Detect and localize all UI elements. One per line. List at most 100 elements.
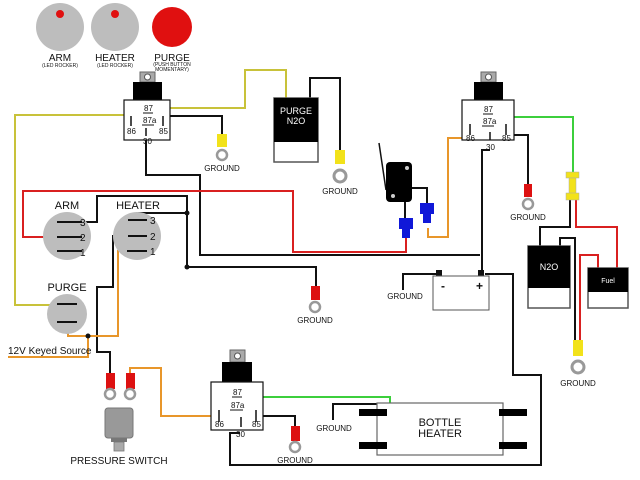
pin-87: 87: [484, 105, 493, 114]
ground-label: GROUND: [387, 292, 423, 301]
pressure-switch: PRESSURE SWITCH: [70, 373, 168, 467]
switch-heater: HEATER 3 2 1: [113, 200, 161, 260]
pin-85: 85: [252, 420, 261, 429]
led-indicator-icon: [56, 10, 64, 18]
pin-86: 86: [127, 127, 136, 136]
button-label: PURGE: [154, 53, 190, 64]
panel-button-purge: PURGE (PUSH BUTTON MOMENTARY): [152, 7, 192, 73]
blue-spade-connector: [399, 218, 413, 238]
wire-black-arm3-heater: [85, 195, 317, 288]
solenoid-label: PURGE: [280, 106, 312, 116]
inline-fuse: [565, 171, 580, 201]
relay-n2o: 87 87a 86 85 30: [461, 71, 515, 152]
ground-terminal: GROUND: [510, 184, 546, 222]
pin-85: 85: [502, 134, 511, 143]
bottle-heater: BOTTLE HEATER: [359, 402, 527, 456]
junction-dot: [184, 210, 190, 216]
ground-label: GROUND: [510, 213, 546, 222]
wire-orange-12v-source: [8, 336, 89, 358]
wire-black-heater2-to-pressure-switch: [96, 235, 128, 378]
button-sublabel: (LED ROCKER): [42, 63, 78, 69]
wire-red-fuel-ground: [579, 254, 599, 340]
pin-label: 3: [80, 218, 86, 229]
wire-black-relay3-85-ground: [259, 415, 296, 427]
pin-86: 86: [466, 134, 475, 143]
pin-label: 3: [150, 216, 156, 227]
wire-orange-microswitch-to-relay2: [427, 137, 468, 238]
wire-red-arm-to-microswitch: [22, 190, 407, 253]
rocker-switch-heater: [91, 3, 139, 51]
pin-86: 86: [215, 420, 224, 429]
wire-black-battery-pos: [229, 273, 542, 466]
ground-terminal: GROUND: [560, 340, 596, 388]
wire-black-purge-solenoid-ground: [309, 77, 341, 150]
ground-label: GROUND: [277, 456, 313, 465]
ground-label: GROUND: [316, 424, 352, 433]
battery-negative: -: [441, 279, 445, 293]
relay-purge: 87 87a 86 85 30: [123, 71, 171, 146]
wire-green-relay3-87: [244, 396, 391, 403]
pin-85: 85: [159, 127, 168, 136]
button-label: ARM: [49, 53, 71, 64]
wire-red-fuse-to-fuel: [575, 200, 618, 268]
push-button-purge: [152, 7, 192, 47]
pin-label: 2: [150, 232, 156, 243]
battery-positive: +: [476, 279, 483, 293]
relay-heater: 87 87a 86 85 30: [210, 349, 264, 439]
button-sublabel: (LED ROCKER): [97, 63, 133, 69]
switch-purge: PURGE: [47, 282, 87, 334]
wire-black-microswitch-no: [412, 187, 428, 203]
wire-black-relay2-30: [481, 149, 490, 275]
pin-30: 30: [486, 143, 495, 152]
solenoid-label: N2O: [287, 116, 306, 126]
button-sublabel: (PUSH BUTTON: [153, 62, 191, 68]
wire-black-relay2-85-ground: [508, 134, 529, 185]
fuel-solenoid: Fuel: [587, 267, 629, 309]
pin-30: 30: [236, 430, 245, 439]
pin-87: 87: [144, 104, 153, 113]
pin-label: 1: [150, 247, 156, 258]
junction-dot: [85, 333, 91, 339]
switch-label: ARM: [55, 200, 79, 212]
pressure-switch-label: PRESSURE SWITCH: [70, 456, 167, 467]
switch-label: PURGE: [47, 282, 86, 294]
source-label: 12V Keyed Source: [8, 346, 92, 357]
n2o-solenoid: N2O: [527, 245, 571, 309]
switch-label: HEATER: [116, 200, 160, 212]
pin-87a: 87a: [483, 117, 497, 126]
pin-87a: 87a: [231, 401, 245, 410]
pin-87a: 87a: [143, 116, 157, 125]
pin-label: 2: [80, 233, 86, 244]
wire-black-battery-neg-ground: [402, 273, 438, 290]
solenoid-label: Fuel: [601, 278, 615, 285]
wire-yellow-relay1-to-purge-switch: [14, 114, 129, 306]
heater-label: BOTTLE: [419, 417, 462, 429]
solenoid-label: N2O: [540, 262, 559, 272]
throttle-microswitch: [378, 142, 434, 238]
button-sublabel: MOMENTARY): [155, 67, 189, 73]
panel-button-heater: HEATER (LED ROCKER): [91, 3, 139, 69]
wire-black-fuse-to-n2o: [539, 200, 571, 246]
pin-label: 1: [80, 248, 86, 259]
purge-n2o-solenoid: PURGE N2O: [273, 97, 319, 163]
ground-label: GROUND: [297, 316, 333, 325]
ground-terminal: GROUND: [277, 426, 313, 465]
wire-black-relay1-85-ground: [163, 115, 223, 135]
junction-dot: [184, 264, 190, 270]
ground-terminal: GROUND: [322, 150, 358, 196]
wire-yellow-relay1-to-purge-solenoid: [150, 69, 287, 109]
button-label: HEATER: [95, 53, 135, 64]
wire-black-n2o-ground: [559, 237, 576, 340]
battery: - +: [432, 270, 490, 311]
panel-button-arm: ARM (LED ROCKER): [36, 3, 84, 69]
ground-terminal: GROUND: [297, 286, 333, 325]
wire-green-relay2-87: [497, 116, 574, 172]
ground-label: GROUND: [322, 187, 358, 196]
wire-orange-pressure-switch-to-relay3: [129, 367, 216, 417]
heater-label: HEATER: [418, 428, 462, 440]
led-indicator-icon: [111, 10, 119, 18]
rocker-switch-arm: [36, 3, 84, 51]
wire-black-relay1-30: [145, 135, 480, 256]
pin-30: 30: [143, 137, 152, 146]
